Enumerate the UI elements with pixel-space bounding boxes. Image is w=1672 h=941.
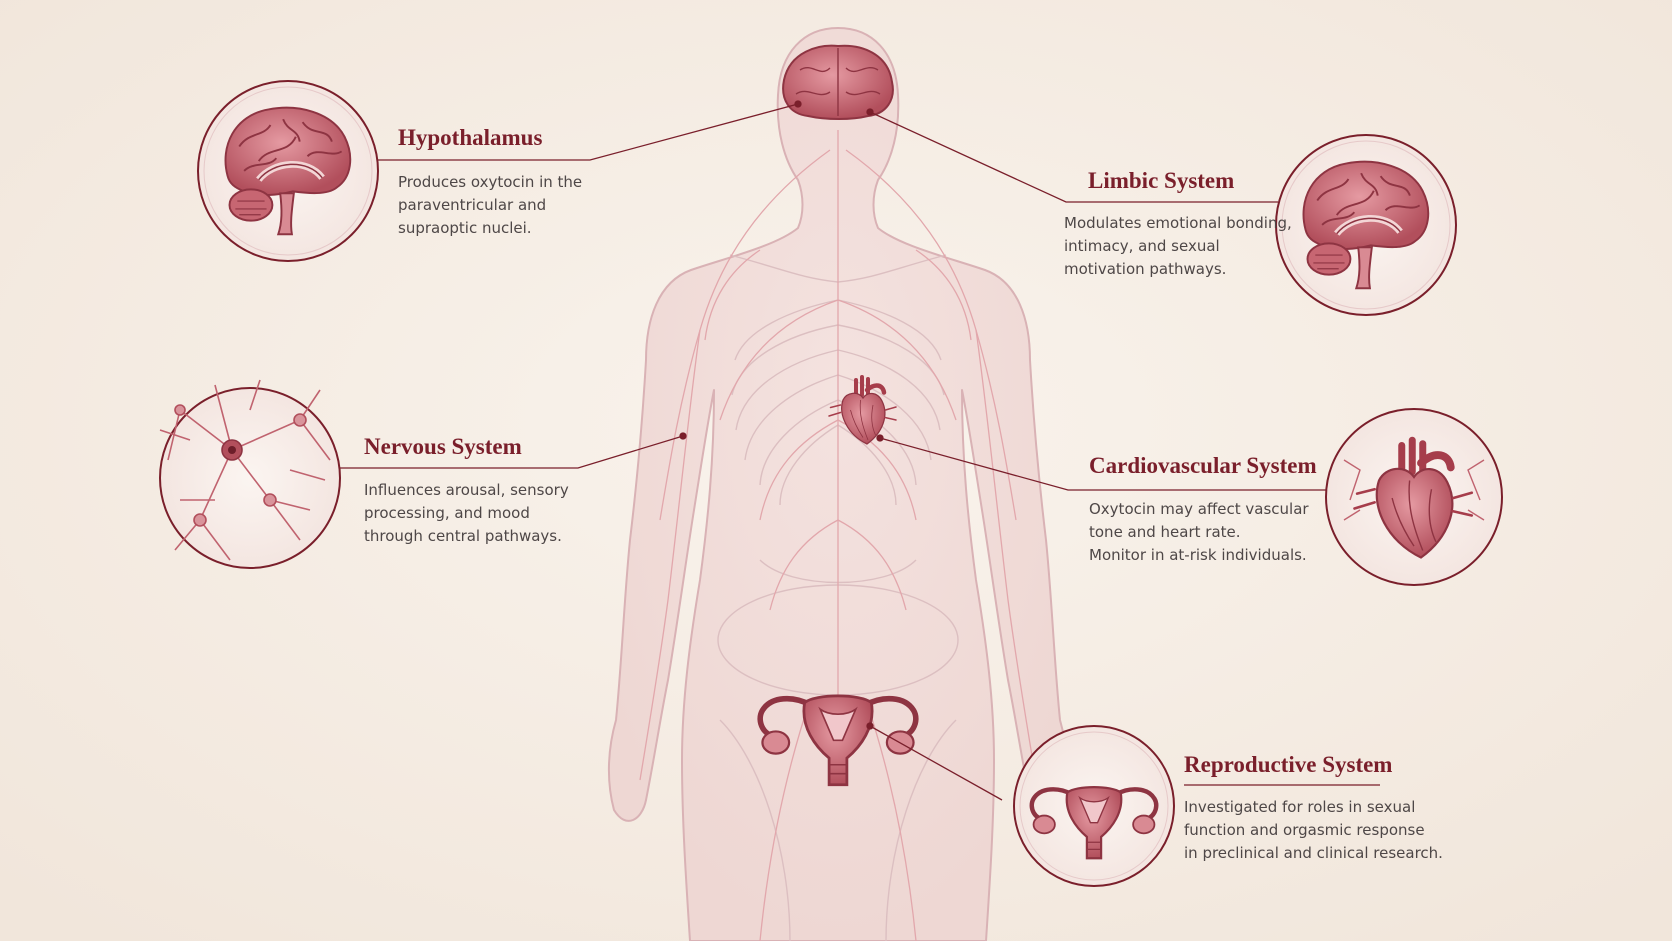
desc-hypothalamus: Produces oxytocin in the paraventricular… [398, 173, 583, 237]
title-repro: Reproductive System [1184, 752, 1393, 777]
brain-folds [795, 48, 881, 116]
leader-cardio [879, 437, 1326, 491]
title-hypothalamus: Hypothalamus [398, 125, 543, 150]
nerve-network [639, 130, 1037, 941]
disc-limbic [1275, 134, 1457, 316]
disc-nervous [159, 379, 341, 569]
title-nervous: Nervous System [364, 434, 522, 459]
leader-repro [869, 725, 1003, 801]
leader-lines [340, 100, 1380, 801]
desc-cardio: Oxytocin may affect vascular tone and he… [1089, 500, 1309, 564]
title-cardio: Cardiovascular System [1089, 453, 1317, 478]
title-limbic: Limbic System [1088, 168, 1235, 193]
disc-cardio [1325, 408, 1503, 586]
leader-nervous [340, 435, 684, 469]
leader-limbic [869, 111, 1278, 203]
disc-repro [1013, 725, 1175, 887]
desc-limbic: Modulates emotional bonding, intimacy, a… [1064, 214, 1292, 278]
leader-hypothalamus [378, 103, 799, 161]
desc-nervous: Influences arousal, sensory processing, … [364, 481, 569, 545]
neuron-network-icon [159, 379, 331, 561]
disc-hypothalamus [197, 80, 379, 262]
desc-repro: Investigated for roles in sexual functio… [1184, 798, 1443, 862]
